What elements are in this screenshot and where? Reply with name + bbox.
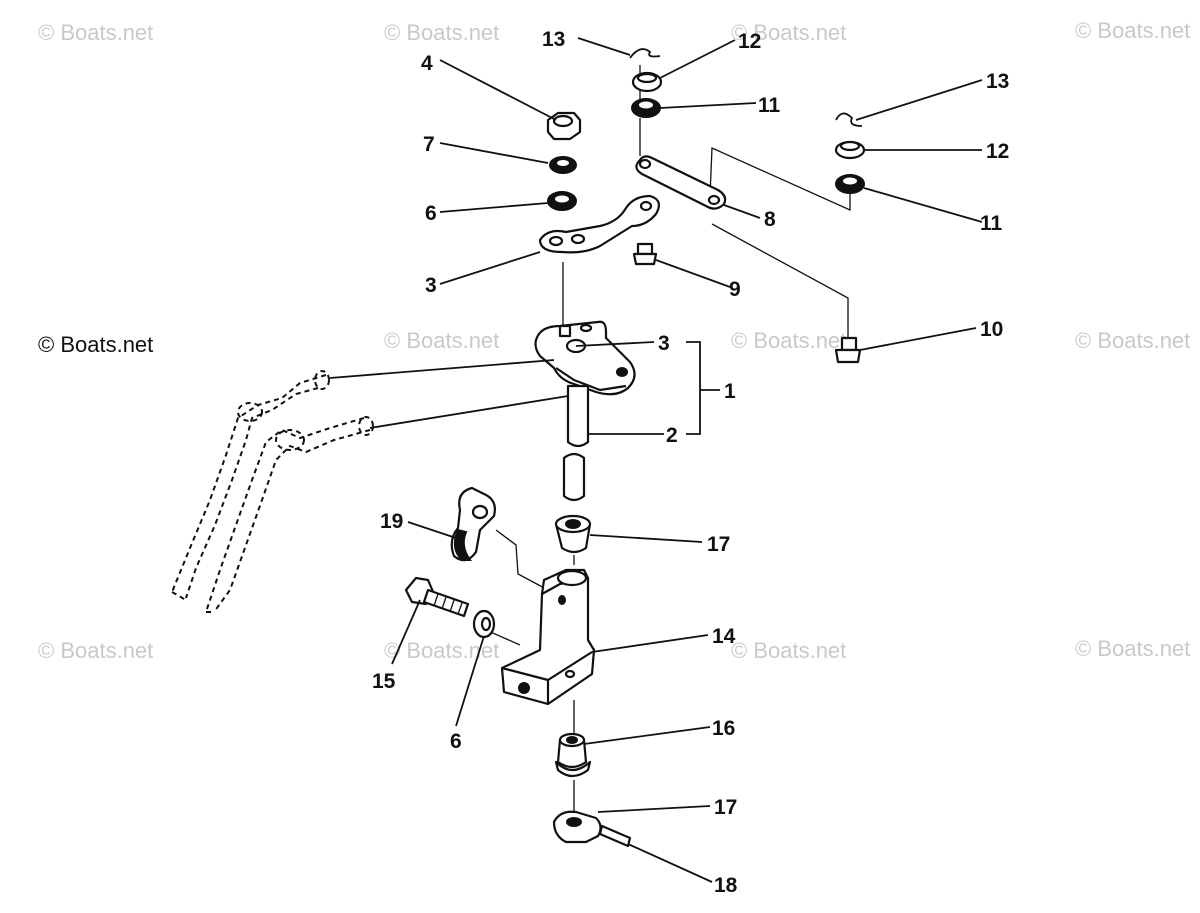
part-11-bushing-right xyxy=(835,174,865,194)
callout-13: 13 xyxy=(542,28,565,51)
throttle-cable-phantom xyxy=(171,370,374,613)
callout-6: 6 xyxy=(450,730,462,753)
watermark: © Boats.net xyxy=(731,20,847,45)
part-12-cap-right xyxy=(834,140,866,160)
watermark: © Boats.net xyxy=(731,638,847,663)
part-7-washer xyxy=(549,156,577,174)
part-17-collar-lower xyxy=(552,810,602,844)
part-19-clamp xyxy=(450,486,496,562)
watermark: © Boats.net xyxy=(1075,18,1191,43)
callout-2: 2 xyxy=(666,424,678,447)
callout-7: 7 xyxy=(423,133,435,156)
callout-9: 9 xyxy=(729,278,741,301)
callout-8: 8 xyxy=(764,208,776,231)
part-4-lever xyxy=(538,194,661,254)
callout-14: 14 xyxy=(712,625,736,648)
watermark-dark: © Boats.net xyxy=(38,332,154,357)
callout-3: 3 xyxy=(658,332,670,355)
callout-13: 13 xyxy=(986,70,1009,93)
watermark: © Boats.net xyxy=(38,20,154,45)
shaft-lower xyxy=(562,452,586,502)
part-13-clip-right xyxy=(835,112,863,127)
callout-12: 12 xyxy=(738,30,761,53)
callout-17: 17 xyxy=(714,796,737,819)
part-5-nut xyxy=(546,111,582,141)
callout-11: 11 xyxy=(980,212,1003,235)
watermark: © Boats.net xyxy=(1075,328,1191,353)
part-13-clip-top xyxy=(629,48,661,59)
callout-15: 15 xyxy=(372,670,396,693)
part-12-cap-top xyxy=(631,71,663,93)
part-9-screw xyxy=(632,242,658,266)
part-15-bolt xyxy=(404,576,470,618)
watermark: © Boats.net xyxy=(384,328,500,353)
callout-6: 6 xyxy=(425,202,437,225)
part-14-bracket xyxy=(500,568,596,706)
callout-labels: 4 7 6 3 13 12 11 8 9 13 12 11 10 3 1 2 1… xyxy=(372,28,1009,897)
leader-lines xyxy=(329,37,983,883)
callout-5: 4 xyxy=(421,52,433,75)
part-18-pin xyxy=(598,824,632,848)
callout-19: 19 xyxy=(380,510,403,533)
watermark: © Boats.net xyxy=(38,638,154,663)
part-6-washer-top xyxy=(547,191,577,211)
callout-1: 1 xyxy=(724,380,736,403)
callout-12: 12 xyxy=(986,140,1009,163)
callout-18: 18 xyxy=(714,874,738,897)
part-17-bushing-top xyxy=(554,514,592,554)
callout-16: 16 xyxy=(712,717,735,740)
part-2-shaft xyxy=(566,384,590,448)
part-11-bushing-top xyxy=(631,98,661,118)
callout-17: 17 xyxy=(707,533,730,556)
watermark: © Boats.net xyxy=(384,20,500,45)
watermark: © Boats.net xyxy=(1075,636,1191,661)
part-10-pin xyxy=(834,336,862,364)
callout-10: 10 xyxy=(980,318,1003,341)
callout-11: 11 xyxy=(758,94,781,117)
part-1-cam-assembly xyxy=(534,320,636,396)
part-6-washer-lower xyxy=(472,609,496,639)
part-16-fitting xyxy=(554,732,592,778)
callout-4: 3 xyxy=(425,274,437,297)
part-3-stud xyxy=(558,324,572,338)
part-8-link-rod xyxy=(635,155,727,210)
watermark: © Boats.net xyxy=(731,328,847,353)
